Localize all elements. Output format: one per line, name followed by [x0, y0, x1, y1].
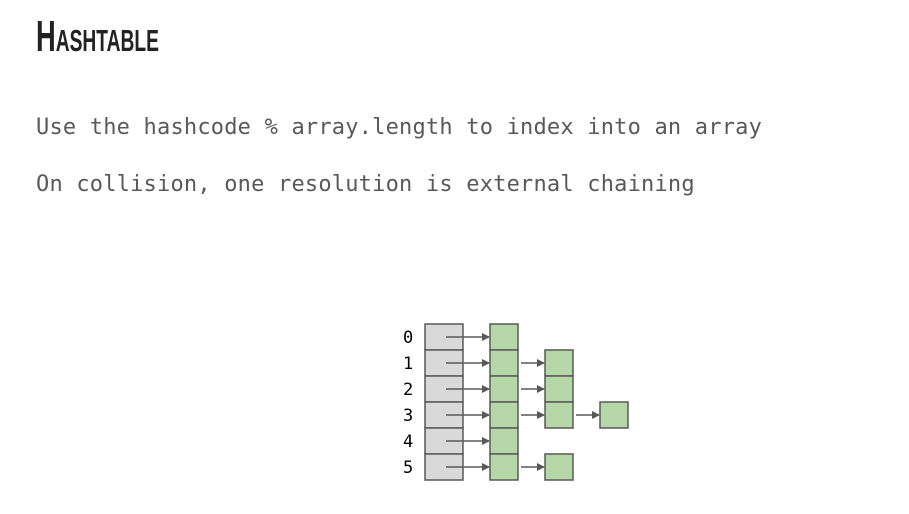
chain-node	[544, 401, 574, 429]
chain-node	[489, 427, 519, 455]
chain-node	[544, 453, 574, 481]
slide-title: Hashtable	[36, 12, 159, 61]
chain-node	[489, 375, 519, 403]
chain-node	[489, 401, 519, 429]
array-index-label: 0	[403, 328, 413, 348]
array-index-label: 4	[403, 432, 413, 452]
bullet-external-chaining: On collision, one resolution is external…	[36, 172, 695, 197]
chain-node	[544, 375, 574, 403]
chain-node	[489, 349, 519, 377]
chain-node	[489, 453, 519, 481]
array-index-label: 1	[403, 354, 413, 374]
bullet-hashcode-index: Use the hashcode % array.length to index…	[36, 115, 763, 140]
array-cell	[424, 375, 464, 403]
external-chaining-diagram: 0 1 2 3 4 5	[403, 323, 629, 481]
array-index-label: 2	[403, 380, 413, 400]
array-index-label: 5	[403, 458, 413, 478]
chain-node	[599, 401, 629, 429]
chain-node	[489, 323, 519, 351]
array-index-label: 3	[403, 406, 413, 426]
chain-node	[544, 349, 574, 377]
